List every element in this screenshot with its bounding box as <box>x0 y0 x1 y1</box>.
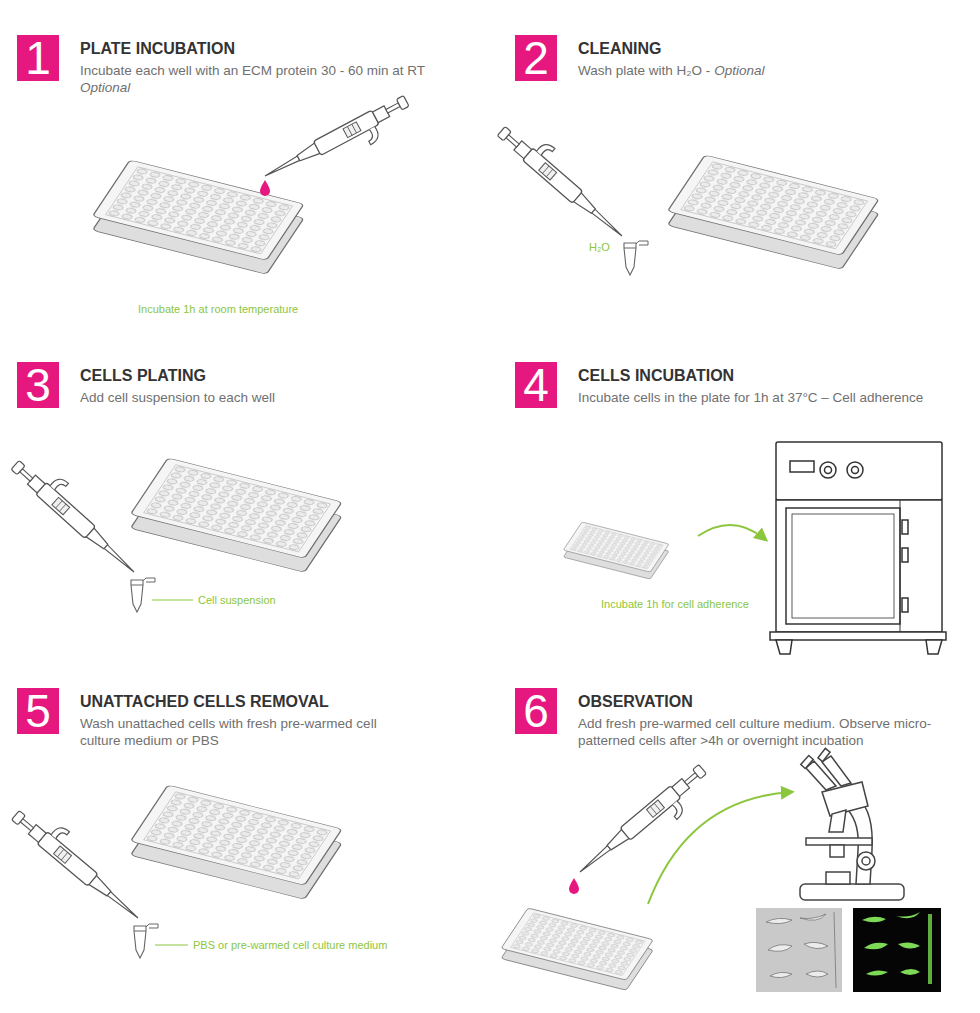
step-title: CELLS INCUBATION <box>578 366 970 386</box>
microplate <box>130 785 342 899</box>
step-title: OBSERVATION <box>578 692 970 712</box>
step-number-box: 1PLATE INCUBATIONIncubate each well with… <box>17 35 59 81</box>
step-number-box: 2CLEANINGWash plate with H₂O -Optional <box>515 35 557 81</box>
step-title: PLATE INCUBATION <box>80 39 500 59</box>
step-title: CLEANING <box>578 39 968 59</box>
flow-arrow <box>648 792 792 904</box>
step-text: CELLS INCUBATION Incubate cells in the pl… <box>578 366 970 406</box>
microplate <box>92 160 304 274</box>
annotation-label: Incubate 1h at room temperature <box>137 302 299 316</box>
description-text: Wash plate with H₂O - <box>578 63 710 78</box>
drop <box>260 180 270 196</box>
step-number-box: 4CELLS INCUBATIONIncubate cells in the p… <box>515 362 557 408</box>
step-text: CELLS PLATING Add cell suspension to each… <box>80 366 500 406</box>
optional-note: Optional <box>80 79 500 96</box>
step-description: Wash unattached cells with fresh pre-war… <box>80 715 410 749</box>
step-title: CELLS PLATING <box>80 366 500 386</box>
pipette <box>10 798 152 924</box>
pipette <box>575 763 717 889</box>
step-number: 2 <box>515 35 557 81</box>
optional-note: Optional <box>714 63 764 78</box>
incubator <box>770 442 946 654</box>
step-number-box: 6OBSERVATIONAdd fresh pre-warmed cell cu… <box>515 688 557 734</box>
step-text: PLATE INCUBATION Incubate each well with … <box>80 39 500 96</box>
step-number: 4 <box>515 362 557 408</box>
leader-line <box>155 944 188 945</box>
pipette <box>496 114 636 242</box>
step-number-box: 5UNATTACHED CELLS REMOVALWash unattached… <box>17 688 59 734</box>
micrograph-brightfield <box>756 908 842 992</box>
step-description: Add cell suspension to each well <box>80 389 500 406</box>
description-text: Wash unattached cells with fresh pre-war… <box>80 716 377 748</box>
pipette <box>261 94 416 196</box>
description-text: Incubate cells in the plate for 1h at 37… <box>578 390 923 405</box>
tube <box>131 578 155 612</box>
step-text: CLEANING Wash plate with H₂O - Optional <box>578 39 968 79</box>
leader-line <box>152 599 193 600</box>
pipette <box>10 449 149 578</box>
annotation-label: Incubate 1h for cell adherence <box>600 597 750 611</box>
annotation-label: Cell suspension <box>197 593 277 607</box>
step-number: 5 <box>17 688 59 734</box>
step-title: UNATTACHED CELLS REMOVAL <box>80 692 410 712</box>
tube <box>134 924 158 958</box>
step-number: 3 <box>17 362 59 408</box>
annotation-label: PBS or pre-warmed cell culture medium <box>192 938 388 952</box>
step-description: Add fresh pre-warmed cell culture medium… <box>578 715 970 749</box>
description-text: Add cell suspension to each well <box>80 390 275 405</box>
microplate <box>563 522 669 579</box>
description-text: Incubate each well with an ECM protein 3… <box>80 63 425 78</box>
microplate <box>667 155 879 269</box>
step-description: Wash plate with H₂O - Optional <box>578 62 968 79</box>
microplate <box>501 908 653 990</box>
flow-arrow <box>698 525 766 540</box>
tube <box>624 241 648 275</box>
step-description: Incubate cells in the plate for 1h at 37… <box>578 389 970 406</box>
step-description: Incubate each well with an ECM protein 3… <box>80 62 500 96</box>
step-number: 1 <box>17 35 59 81</box>
micrograph-fluorescence <box>853 908 941 992</box>
step-text: OBSERVATION Add fresh pre-warmed cell cul… <box>578 692 970 749</box>
step-number: 6 <box>515 688 557 734</box>
step-text: UNATTACHED CELLS REMOVAL Wash unattached … <box>80 692 410 749</box>
description-text: Add fresh pre-warmed cell culture medium… <box>578 716 931 748</box>
microplate <box>130 458 342 572</box>
drop <box>569 878 579 894</box>
annotation-label: H₂O <box>588 240 611 254</box>
step-number-box: 3CELLS PLATINGAdd cell suspension to eac… <box>17 362 59 408</box>
microscope <box>800 748 904 900</box>
